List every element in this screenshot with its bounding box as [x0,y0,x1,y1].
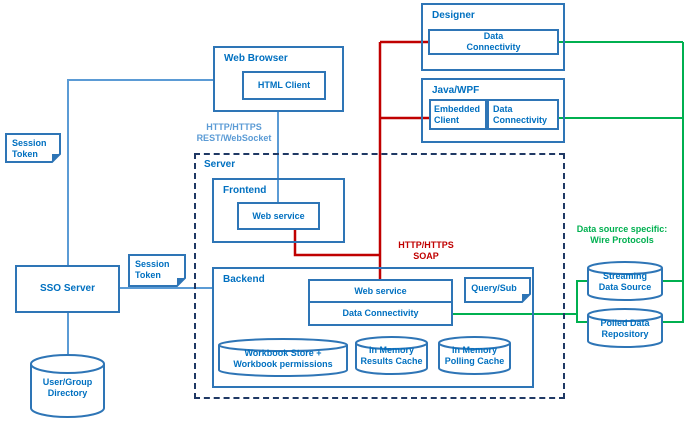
workbook-store-cylinder [218,338,348,377]
edge-browser-sso [67,79,213,265]
backend-web-service-box: Web service [308,279,453,303]
java-wpf-title: Java/WPF [432,85,480,96]
results-cache-cylinder [355,336,428,375]
embedded-client-box: Embedded Client [429,99,487,130]
polling-cache-cylinder [438,336,511,375]
designer-data-connectivity-box: Data Connectivity [428,29,559,55]
web-browser-box: Web Browser [213,46,344,112]
session-token-note-top-shape [5,133,61,163]
note-fold-icon [52,154,60,162]
edge-wire-cylinders-left [576,280,588,323]
html-client-box: HTML Client [242,71,326,100]
user-group-directory-label: User/Group Directory [42,377,93,398]
polled-data-repository-cylinder [587,308,663,348]
workbook-store-label: Workbook Store + Workbook permissions [233,348,333,369]
frontend-web-service-box: Web service [237,202,320,230]
frontend-box: Frontend [212,178,345,243]
polling-cache-label: In Memory Polling Cache [444,345,505,366]
polled-data-repository-label: Polled Data Repository [600,318,650,339]
streaming-data-source-cylinder [587,261,663,301]
embedded-client-label: Embedded Client [434,104,481,125]
edge-frontend-soap [293,230,380,257]
frontend-web-service-label: Web service [252,210,305,221]
java-data-connectivity-label: Data Connectivity [493,104,548,125]
user-group-directory-cylinder [30,354,105,418]
sso-server-label: SSO Server [39,283,96,294]
server-title: Server [204,159,236,170]
note-fold-icon [522,294,530,302]
backend-web-service-label: Web service [354,285,407,296]
server-container: Server [194,153,565,399]
streaming-data-source-label: Streaming Data Source [598,271,652,292]
session-token-top-label: Session Token [12,138,47,159]
backend-title: Backend [223,274,265,285]
edge-wire-right-trunk [662,42,684,323]
session-token-note-mid-shape [128,254,186,287]
designer-box: Designer [421,3,565,71]
sso-server-box: SSO Server [15,265,120,313]
backend-box: Backend [212,267,534,388]
http-soap-label: HTTP/HTTPS SOAP [398,240,454,262]
session-token-mid-label: Session Token [135,259,170,280]
designer-data-connectivity-label: Data Connectivity [466,31,521,52]
backend-data-connectivity-label: Data Connectivity [342,308,419,319]
frontend-title: Frontend [223,185,267,196]
java-wpf-box: Java/WPF [421,78,565,143]
designer-title: Designer [432,10,475,21]
wire-protocols-label: Data source specific: Wire Protocols [576,224,668,246]
query-sub-label: Query/Sub [471,283,517,293]
html-client-label: HTML Client [257,80,311,91]
http-rest-websocket-label: HTTP/HTTPS REST/WebSocket [196,122,272,144]
note-fold-icon [177,278,185,286]
java-data-connectivity-box: Data Connectivity [487,99,559,130]
query-sub-note-shape [464,277,531,303]
results-cache-label: In Memory Results Cache [360,345,423,366]
web-browser-title: Web Browser [224,53,288,64]
backend-data-connectivity-box: Data Connectivity [308,301,453,326]
